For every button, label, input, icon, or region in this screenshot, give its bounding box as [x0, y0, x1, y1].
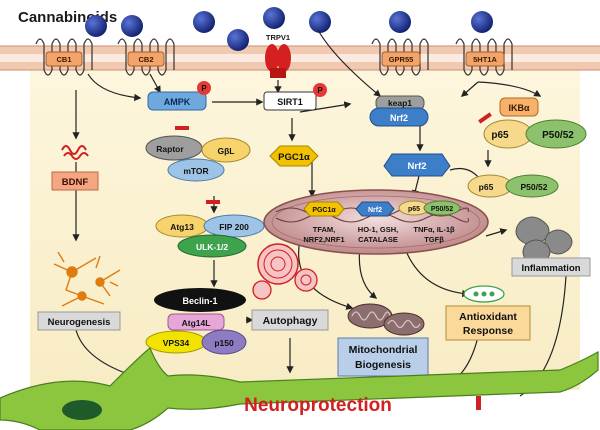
mitochondria-icon: [347, 303, 425, 336]
inflammation-box: [511, 257, 591, 277]
inhibit-ikba: [478, 112, 492, 124]
p50-label: P50/52: [542, 130, 574, 141]
signal-arrows: [72, 29, 567, 397]
nrf2-label: Nrf2: [390, 113, 408, 123]
antioxidant-label-2: Response: [463, 325, 513, 337]
genes-3b-label: TGFβ: [424, 235, 444, 244]
genes-3a-label: TNFα, IL-1β: [413, 225, 455, 234]
fip200-label: FIP 200: [219, 222, 249, 232]
bdnf-node: BDNF: [51, 145, 99, 191]
antioxidant-label-1: Antioxidant: [459, 311, 517, 323]
ulk-complex: Atg13 FIP 200 ULK-1/2: [155, 214, 265, 258]
genes-1b-label: NRF2,NRF1: [303, 235, 344, 244]
ampk-node: AMPK P: [147, 81, 211, 111]
inhibition-bars: [175, 112, 492, 410]
sirt1-node: SIRT1 P: [263, 83, 327, 111]
mito-biogenesis-box: [337, 337, 429, 377]
ligand-ball: [389, 11, 411, 33]
nucleus: [263, 189, 489, 255]
nfkb-free-node: p65 P50/52: [467, 174, 559, 198]
neuron-icon: [0, 347, 599, 430]
inhibit-mtor-ulk: [206, 200, 220, 204]
cell-membrane: [0, 45, 600, 71]
nucleus-p65-label: p65: [408, 206, 420, 213]
nucleus-pgc1a-label: PGC1α: [312, 207, 336, 214]
sirt1-label: SIRT1: [277, 97, 303, 107]
mtor-label: mTOR: [183, 166, 208, 176]
beclin-complex: Beclin-1 Atg14L VPS34 p150: [145, 288, 247, 355]
ampk-label: AMPK: [164, 97, 191, 107]
nrf2-free-node: Nrf2: [383, 153, 451, 177]
cannabinoid-ligands: [85, 7, 493, 51]
genes-2b-label: CATALASE: [358, 235, 398, 244]
target-genes: TFAM, NRF2,NRF1 HO-1, GSH, CATALASE TNFα…: [303, 225, 455, 244]
cb2-label: CB2: [138, 55, 153, 64]
ligand-ball: [85, 15, 107, 37]
autophagy-label: Autophagy: [263, 315, 318, 327]
atg14l-label: Atg14L: [182, 318, 211, 328]
cb1-label: CB1: [56, 55, 71, 64]
autophagy-box: [251, 309, 329, 331]
neuroprotection-label: Neuroprotection: [244, 395, 392, 416]
genes-2a-label: HO-1, GSH,: [358, 225, 398, 234]
ligand-ball: [121, 15, 143, 37]
nrf2-free-label: Nrf2: [407, 161, 426, 172]
atg13-label: Atg13: [170, 222, 194, 232]
ikba-nfkb-complex: IKBα p65 P50/52: [483, 97, 587, 149]
neurogenesis-box: [37, 311, 121, 331]
mtor-complex: Raptor GβL mTOR: [145, 135, 251, 182]
vps34-label: VPS34: [163, 338, 190, 348]
gbl-label: GβL: [218, 146, 235, 156]
bdnf-label: BDNF: [62, 177, 89, 188]
p65-label: p65: [491, 130, 509, 141]
mito-label-2: Biogenesis: [355, 359, 411, 371]
pgc1a-node: PGC1α: [269, 145, 319, 167]
inhibit-inflammation: [476, 396, 481, 410]
receptor-5ht1a: 5HT1A: [455, 38, 513, 76]
ligand-ball: [227, 29, 249, 51]
ikba-label: IKBα: [508, 103, 529, 113]
keap1-nrf2-complex: keap1 Nrf2: [369, 95, 429, 127]
autophagosome-icon: [252, 243, 318, 300]
inflammation-label: Inflammation: [521, 263, 580, 274]
raptor-label: Raptor: [156, 144, 184, 154]
gpr55-label: GPR55: [389, 55, 414, 64]
receptor-gpr55: GPR55: [371, 38, 429, 76]
phospho-label: P: [317, 86, 323, 95]
trpv1-label: TRPV1: [266, 33, 290, 42]
receptor-cb2: CB2: [117, 38, 175, 76]
ligand-ball: [309, 11, 331, 33]
5ht1a-label: 5HT1A: [473, 55, 497, 64]
receptor-cb1: CB1: [35, 38, 93, 76]
beclin-label: Beclin-1: [182, 296, 217, 306]
ligand-ball: [471, 11, 493, 33]
genes-1a-label: TFAM,: [313, 225, 336, 234]
phospho-label: P: [201, 84, 207, 93]
antioxidant-vesicle-icon: [463, 285, 505, 303]
p50-free-label: P50/52: [521, 182, 548, 192]
receptor-trpv1: TRPV1: [265, 33, 291, 78]
mito-label-1: Mitochondrial: [349, 344, 418, 356]
inhibit-ampk-mtor: [175, 126, 189, 130]
ulk-label: ULK-1/2: [196, 242, 228, 252]
neurogenesis-label: Neurogenesis: [48, 317, 111, 328]
pgc1a-label: PGC1α: [278, 152, 310, 163]
ligand-ball: [193, 11, 215, 33]
neuron-cluster-icon: [53, 251, 121, 307]
bdnf-molecule-icon: [61, 145, 89, 160]
keap1-label: keap1: [388, 98, 412, 108]
nucleus-nrf2-label: Nrf2: [368, 207, 382, 214]
antioxidant-box: [445, 305, 531, 341]
p150-label: p150: [214, 338, 234, 348]
ligand-ball: [263, 7, 285, 29]
p65-free-label: p65: [479, 182, 494, 192]
nucleus-p50-label: P50/52: [431, 206, 453, 213]
nucleus-factors: PGC1α Nrf2 p65 P50/52: [303, 200, 461, 217]
